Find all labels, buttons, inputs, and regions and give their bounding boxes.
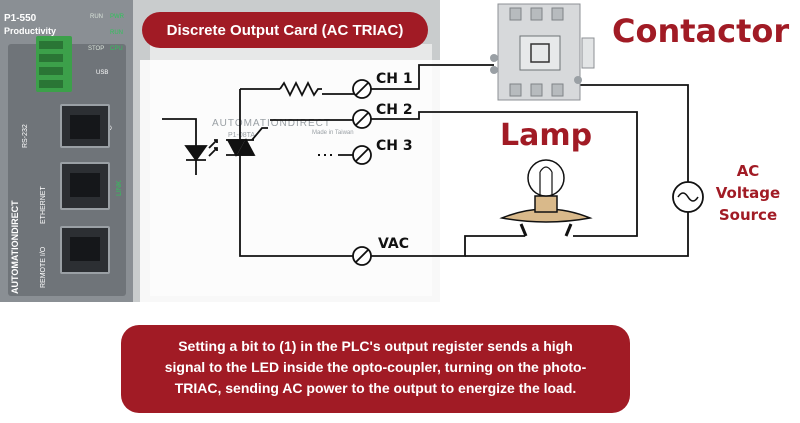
- cpu-label: CPU: [110, 46, 123, 52]
- contactor-device: [490, 3, 595, 101]
- caption-line: Setting a bit to (1) in the PLC's output…: [178, 338, 573, 354]
- terminal-screw-ch1: [352, 79, 372, 99]
- source-to-contactor-wire: [580, 84, 689, 182]
- explanation-caption: Setting a bit to (1) in the PLC's output…: [121, 325, 630, 413]
- port-socket: [70, 237, 100, 261]
- pwr-label: PWR: [110, 14, 124, 20]
- card-made-in-text: Made in Taiwan: [312, 130, 354, 136]
- source-label-line: Voltage: [715, 184, 781, 202]
- terminal-slot: [39, 41, 63, 49]
- power-terminal-block: [36, 36, 72, 92]
- lamp-device: [499, 159, 593, 237]
- opto-coupler: [184, 139, 218, 175]
- white-overlay: [140, 60, 440, 302]
- remote-io-port: [60, 226, 110, 274]
- terminal-screw-vac: [352, 246, 372, 266]
- plc-model-label: P1-550: [4, 13, 37, 24]
- caption-line: signal to the LED inside the opto-couple…: [164, 359, 587, 375]
- photo-triac: [226, 127, 268, 157]
- terminal-slot: [39, 80, 63, 88]
- terminal-slot: [39, 54, 63, 62]
- ch2-label: CH 2: [376, 102, 413, 118]
- card-vendor-text: AUTOMATIONDIRECT: [212, 118, 331, 129]
- card-model-text: P1-08TA: [228, 132, 256, 139]
- vac-lamp-wire: [371, 235, 525, 257]
- ethernet-port: [60, 162, 110, 210]
- stop-label: STOP: [88, 46, 105, 52]
- source-label-line: Source: [718, 206, 778, 224]
- internal-wire: [162, 118, 197, 146]
- ch3-label: CH 3: [376, 138, 413, 154]
- ch2-lamp-wire: [371, 111, 638, 237]
- resistor: [279, 80, 322, 98]
- run-label: RUN: [90, 14, 103, 20]
- terminal-slot: [39, 67, 63, 75]
- usb-label: USB: [96, 70, 109, 76]
- vac-label: VAC: [378, 236, 409, 252]
- port-socket: [70, 115, 100, 139]
- plc-cpu-module: P1-550 Productivity RUN PWR RUN STOP CPU…: [0, 0, 133, 302]
- rs232-port: [60, 104, 110, 148]
- vac-to-source-wire: [465, 212, 689, 257]
- internal-wire: [239, 155, 355, 257]
- ac-voltage-source-label: AC Voltage Source: [706, 160, 790, 226]
- source-label-line: AC: [736, 162, 760, 180]
- lamp-label: Lamp: [500, 118, 593, 153]
- contactor-label: Contactor: [612, 12, 790, 50]
- port-socket: [70, 173, 100, 197]
- ch1-label: CH 1: [376, 71, 413, 87]
- caption-line: TRIAC, sending AC power to the output to…: [174, 380, 577, 396]
- ch1-to-contactor-wire: [371, 64, 494, 90]
- plc-brand-label: Productivity: [4, 26, 57, 36]
- terminal-screw-ch2: [352, 109, 372, 129]
- ac-source-symbol: [672, 181, 704, 213]
- terminal-screw-ch3: [352, 145, 372, 165]
- card-title-banner: Discrete Output Card (AC TRIAC): [142, 12, 428, 48]
- run-led-label: RUN: [110, 30, 123, 36]
